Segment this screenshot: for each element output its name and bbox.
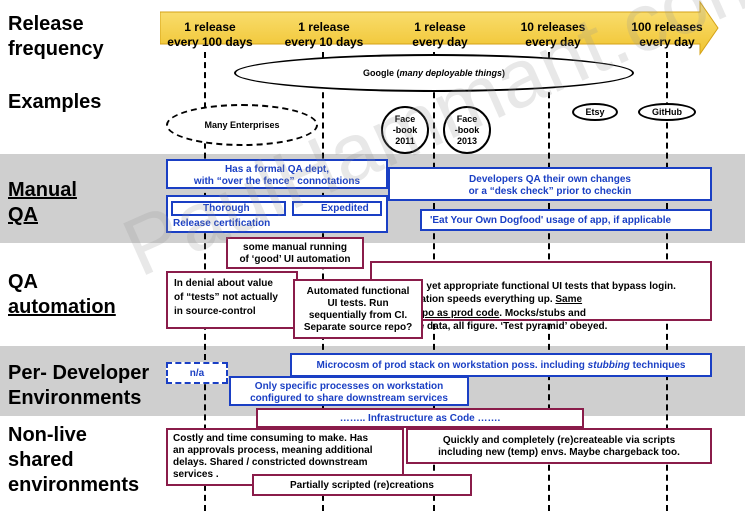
partial-box: Partially scripted (re)creations	[252, 474, 472, 496]
freq-label-100-per-day: 100 releases every day	[631, 20, 703, 49]
thorough-box: Thorough	[171, 201, 286, 216]
google-label: Google (many deployable things)	[362, 67, 506, 78]
na-box: n/a	[166, 362, 228, 384]
many-enterprises-oval: Many Enterprises	[166, 104, 318, 146]
microcosm-box: Microcosm of prod stack on workstation p…	[290, 353, 712, 377]
row-label-examples: Examples	[8, 91, 102, 113]
row-label-qa: QA	[8, 271, 38, 293]
google-oval: Google (many deployable things)	[234, 54, 634, 92]
row-label-automation: automation	[8, 296, 116, 318]
etsy-oval: Etsy	[572, 103, 618, 121]
row-label-non-live: Non-live shared environments	[8, 424, 140, 496]
github-oval: GitHub	[638, 103, 696, 121]
freq-label-10-days: 1 release every 10 days	[284, 20, 364, 49]
freq-label-every-day: 1 release every day	[412, 20, 468, 49]
release-cert-label: Release certification	[173, 218, 271, 229]
developers-qa-box: Developers QA their own changes or a “de…	[388, 167, 712, 201]
quickly-box: Quickly and completely (re)createable vi…	[406, 428, 712, 464]
row-label-release-frequency: Release frequency	[8, 13, 104, 60]
some-manual-box: some manual running of ‘good’ UI automat…	[226, 237, 364, 269]
facebook-2013-circle: Face -book 2013	[443, 106, 491, 154]
dogfood-box: 'Eat Your Own Dogfood' usage of app, if …	[420, 209, 712, 231]
row-label-manual-qa: Manual QA	[8, 179, 77, 226]
freq-label-10-per-day: 10 releases every day	[520, 20, 586, 49]
row-label-per-developer: Per- Developer Environments	[8, 362, 150, 409]
denial-box: In denial about value of “tests” not act…	[166, 271, 298, 329]
thorough-automation-box: Thorough yet appropriate functional UI t…	[370, 261, 712, 332]
formal-qa-box: Has a formal QA dept, with “over the fen…	[166, 159, 388, 189]
release-frequency-arrow	[160, 0, 719, 56]
thorough-text-same: Same	[555, 294, 583, 305]
specific-processes-box: Only specific processes on workstation c…	[229, 376, 469, 406]
freq-label-100-days: 1 release every 100 days	[167, 20, 253, 49]
expedited-box: Expedited	[292, 201, 382, 216]
facebook-2011-circle: Face -book 2011	[381, 106, 429, 154]
automated-functional-box: Automated functional UI tests. Run seque…	[293, 279, 423, 339]
stubbing-text: stubbing	[587, 360, 630, 371]
iac-box: …….. Infrastructure as Code …….	[256, 408, 584, 428]
